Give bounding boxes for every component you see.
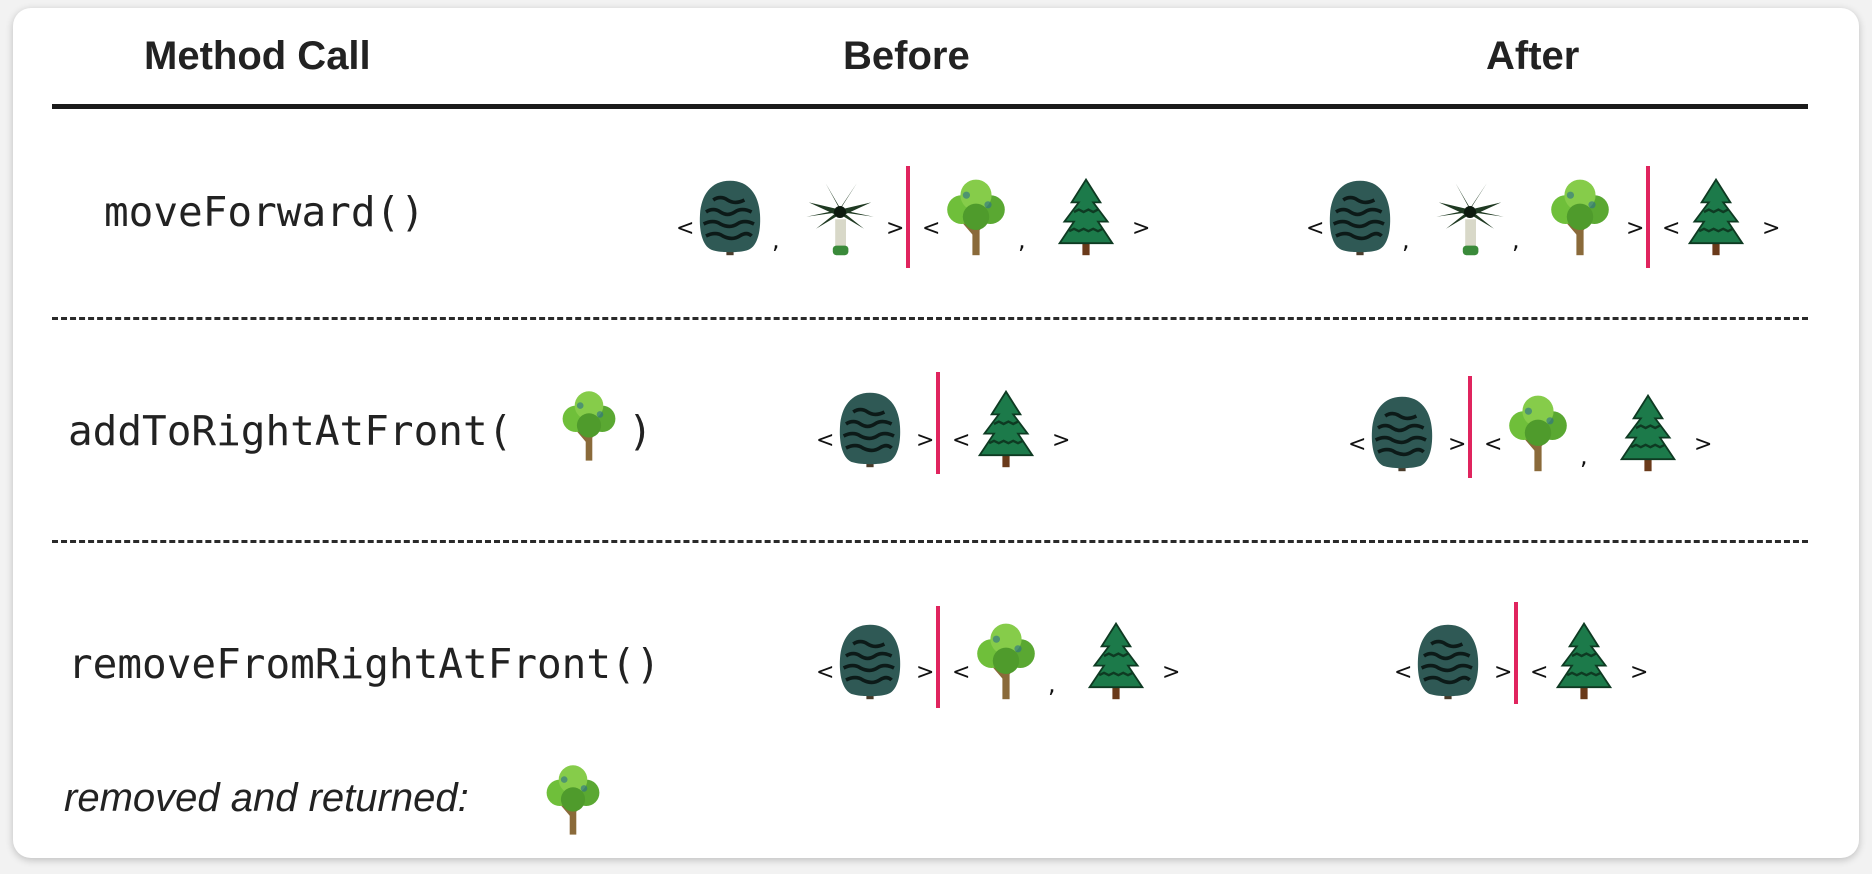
cursor-divider [936, 606, 940, 708]
comma-separator: , [1018, 226, 1026, 255]
row-divider [52, 540, 1808, 543]
pine-tree-icon [1612, 392, 1684, 481]
oak-tree-icon [540, 762, 606, 844]
left-angle-bracket: < [1662, 215, 1681, 241]
left-angle-bracket: < [1484, 431, 1503, 457]
oak-tree-icon [1544, 176, 1616, 265]
palm-tree-icon [1434, 176, 1506, 265]
right-angle-bracket: > [1052, 427, 1071, 453]
right-angle-bracket: > [1162, 659, 1181, 685]
bush-tree-icon [1324, 176, 1396, 265]
right-angle-bracket: > [1762, 215, 1781, 241]
right-angle-bracket: > [1132, 215, 1151, 241]
oak-tree-icon [1502, 392, 1574, 481]
left-angle-bracket: < [1348, 431, 1367, 457]
pine-tree-icon [1080, 620, 1152, 709]
left-angle-bracket: < [922, 215, 941, 241]
bush-tree-icon [1366, 392, 1438, 481]
right-angle-bracket: > [1494, 659, 1513, 685]
comma-separator: , [1512, 226, 1520, 255]
header-method-call: Method Call [144, 34, 371, 78]
header-rule [52, 104, 1808, 109]
header-after: After [1486, 34, 1580, 78]
left-angle-bracket: < [816, 659, 835, 685]
left-angle-bracket: < [1394, 659, 1413, 685]
bush-tree-icon [834, 388, 906, 477]
right-angle-bracket: > [916, 427, 935, 453]
left-angle-bracket: < [1306, 215, 1325, 241]
oak-tree-icon [556, 388, 622, 470]
removed-returned-label: removed and returned: [64, 776, 469, 820]
left-angle-bracket: < [676, 215, 695, 241]
cursor-divider [936, 372, 940, 474]
cursor-divider [1646, 166, 1650, 268]
bush-tree-icon [834, 620, 906, 709]
row-divider [52, 317, 1808, 320]
right-angle-bracket: > [1630, 659, 1649, 685]
method-call-suffix: ) [628, 407, 653, 455]
oak-tree-icon [970, 620, 1042, 709]
method-call-removefromrightatfront: removeFromRightAtFront() [68, 640, 661, 688]
oak-tree-icon [940, 176, 1012, 265]
right-angle-bracket: > [1626, 215, 1645, 241]
pine-tree-icon [1050, 176, 1122, 265]
method-call-moveforward: moveForward() [104, 188, 425, 236]
left-angle-bracket: < [952, 427, 971, 453]
bush-tree-icon [1412, 620, 1484, 709]
comma-separator: , [1580, 442, 1588, 471]
comma-separator: , [1048, 670, 1056, 699]
pine-tree-icon [1548, 620, 1620, 709]
right-angle-bracket: > [1448, 431, 1467, 457]
right-angle-bracket: > [1694, 431, 1713, 457]
cursor-divider [906, 166, 910, 268]
pine-tree-icon [970, 388, 1042, 477]
cursor-divider [1514, 602, 1518, 704]
bush-tree-icon [694, 176, 766, 265]
cursor-divider [1468, 376, 1472, 478]
comma-separator: , [1402, 226, 1410, 255]
left-angle-bracket: < [952, 659, 971, 685]
right-angle-bracket: > [916, 659, 935, 685]
comma-separator: , [772, 226, 780, 255]
left-angle-bracket: < [1530, 659, 1549, 685]
left-angle-bracket: < [816, 427, 835, 453]
palm-tree-icon [804, 176, 876, 265]
pine-tree-icon [1680, 176, 1752, 265]
right-angle-bracket: > [886, 215, 905, 241]
header-before: Before [843, 34, 970, 78]
method-call-addtorightatfront: addToRightAtFront( [68, 407, 513, 455]
